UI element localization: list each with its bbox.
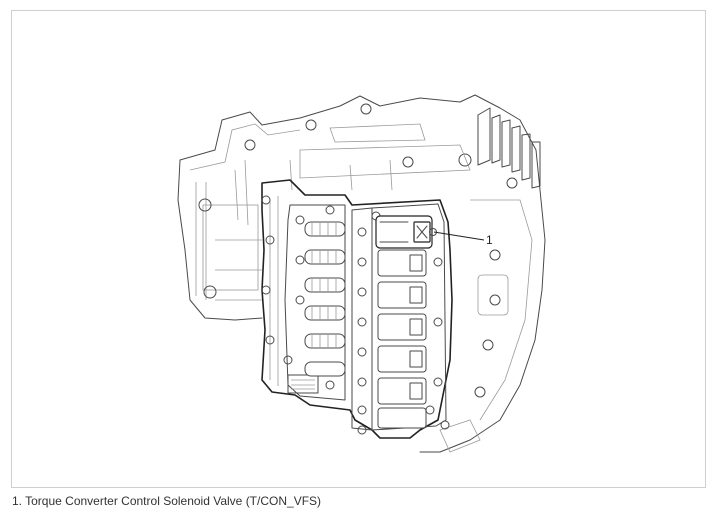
callout-number: 1 xyxy=(486,233,493,247)
torque-converter-control-solenoid-valve xyxy=(375,215,437,249)
valve-body xyxy=(261,179,453,439)
solenoid-column xyxy=(351,203,447,431)
figure-caption: 1. Torque Converter Control Solenoid Val… xyxy=(12,494,322,508)
callout-leader-line xyxy=(433,231,485,241)
callout-1: 1 xyxy=(433,231,493,247)
valve-spools xyxy=(304,221,346,377)
transmission-valve-body-illustration: 1 xyxy=(177,94,546,453)
transmission-case xyxy=(177,94,546,453)
